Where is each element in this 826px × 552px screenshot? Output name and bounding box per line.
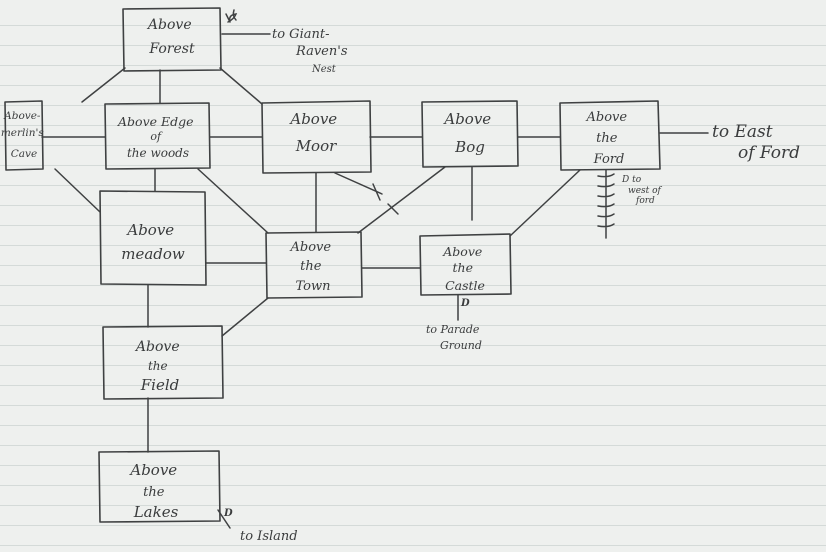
exit-label-parade-ground: to Parade Ground: [426, 322, 484, 352]
label-above-the-castle: Above the Castle: [442, 244, 486, 293]
label-above-the-ford: Above the Ford: [585, 109, 631, 167]
conn-bog-town-tick: [387, 203, 399, 215]
room-box-above-bog: [421, 100, 519, 168]
label-above-the-field: Above the Field: [134, 339, 184, 394]
exit-labels: to Giant- Raven's Nest to East of Ford D…: [223, 27, 800, 544]
connections: [41, 33, 709, 529]
conn-forest-merlin: [81, 67, 126, 103]
label-above-forest: Above Forest: [146, 17, 196, 57]
conn-bog-town: [357, 166, 446, 234]
conn-edge-town: [197, 168, 269, 234]
label-above-the-lakes: Above the Lakes: [128, 461, 181, 521]
room-box-above-moor: [261, 100, 372, 174]
exit-label-west-of-ford: D to west of ford: [621, 175, 664, 206]
conn-town-field: [221, 297, 269, 337]
room-box-above-the-ford: [559, 100, 661, 171]
room-box-above-edge-of-woods: [104, 102, 211, 170]
rooms: [4, 7, 661, 523]
label-above-edge-of-woods: Above Edge of the woods: [117, 114, 198, 160]
label-above-the-town: Above the Town: [289, 239, 335, 294]
room-labels: Above Forest Above- merlin's Cave Above …: [1, 17, 631, 521]
room-box-above-the-castle: [419, 233, 512, 296]
label-above-meadow: Above meadow: [121, 221, 185, 263]
room-box-above-forest: [122, 7, 222, 72]
conn-ford-castle: [509, 169, 581, 237]
room-box-above-the-town: [265, 231, 363, 299]
down-squiggle-ford: [597, 169, 615, 239]
room-box-above-merlins-cave: [4, 100, 44, 171]
conn-moor-castle-tick: [372, 183, 381, 201]
down-marker-castle: D: [460, 298, 470, 309]
label-above-moor: Above Moor: [288, 110, 341, 155]
up-squiggle-forest: [225, 9, 238, 23]
label-above-merlins-cave: Above- merlin's Cave: [1, 110, 47, 160]
room-box-above-the-lakes: [98, 450, 221, 523]
conn-forest-moor: [219, 67, 263, 105]
exit-label-giant-ravens-nest: to Giant- Raven's Nest: [272, 27, 352, 75]
down-marker-lakes: D: [223, 508, 233, 519]
exit-label-island: to Island: [240, 529, 298, 544]
conn-merlin-meadow: [54, 168, 101, 213]
conn-moor-castle: [334, 172, 383, 195]
room-box-above-the-field: [102, 325, 224, 400]
label-above-bog: Above Bog: [442, 110, 495, 156]
room-box-above-meadow: [99, 190, 207, 286]
exit-label-east-of-ford: to East of Ford: [712, 122, 800, 163]
